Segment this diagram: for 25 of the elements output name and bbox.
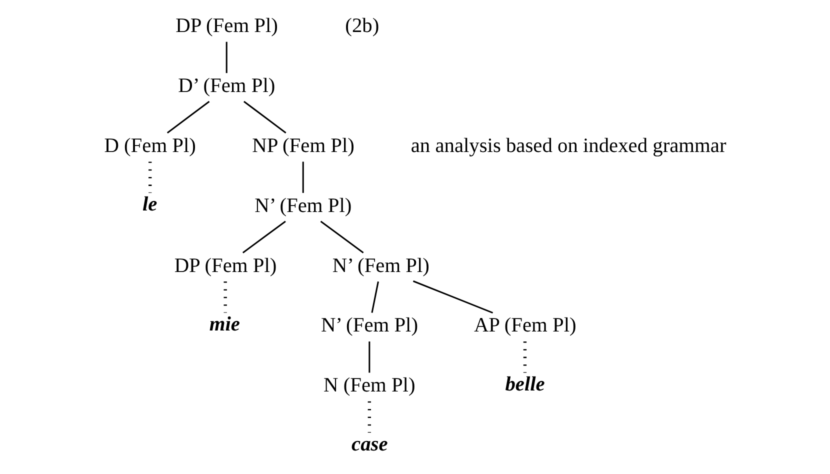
node-text: N’ (Fem Pl) [320,314,418,337]
connector [226,42,228,74]
node-text: mie [209,313,240,336]
node-text: N’ (Fem Pl) [332,254,430,277]
connector [302,162,304,193]
connector [368,341,370,373]
label: an analysis based on indexed grammar [410,134,726,157]
connector [412,280,494,314]
node-text: DP (Fem Pl) [174,254,277,277]
node-text: D (Fem Pl) [104,134,196,157]
node-text: case [352,433,388,456]
node-text: belle [505,373,545,396]
connector [242,220,286,254]
node-text: D’ (Fem Pl) [178,75,276,98]
node-text: le [142,194,158,216]
node-text: N (Fem Pl) [324,374,416,397]
node-text: NP (Fem Pl) [252,134,354,157]
label: (2b) [345,15,380,38]
connector [320,220,364,254]
connector [166,100,210,134]
connector [244,100,286,134]
node-text: N’ (Fem Pl) [254,194,352,217]
node-text: AP (Fem Pl) [474,314,576,337]
node-text: DP (Fem Pl) [176,15,278,38]
connector [371,281,379,313]
